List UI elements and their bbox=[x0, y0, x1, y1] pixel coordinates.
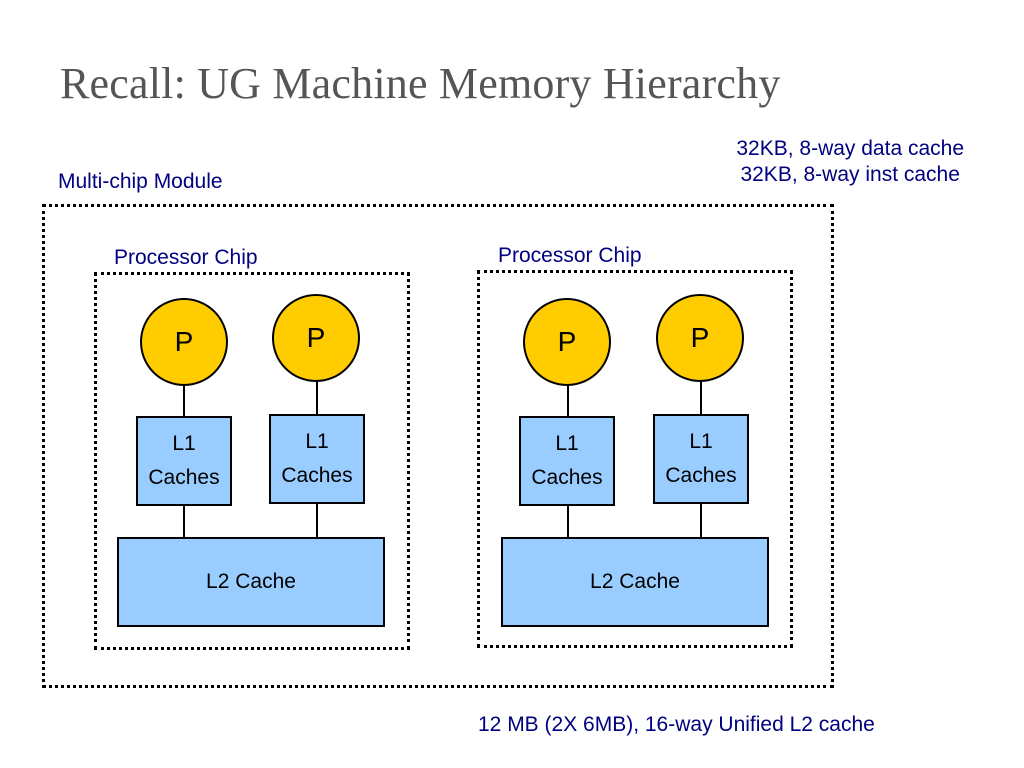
caches-label: Caches bbox=[148, 466, 220, 489]
l1-inst-cache-note: 32KB, 8-way inst cache bbox=[740, 163, 960, 186]
chip-2-p1-l1-connector bbox=[567, 384, 569, 418]
chip-1-l1-cache-2: L1 Caches bbox=[269, 414, 365, 504]
chip-1-l1-cache-1: L1 Caches bbox=[136, 416, 232, 506]
chip-2-processor-1: P bbox=[523, 298, 611, 386]
slide-title: Recall: UG Machine Memory Hierarchy bbox=[60, 59, 781, 108]
processor-label: P bbox=[174, 326, 194, 357]
chip-1-processor-2: P bbox=[272, 294, 360, 382]
chip-2-l2-cache: L2 Cache bbox=[501, 537, 769, 627]
caches-label: Caches bbox=[531, 466, 603, 489]
chip-2-l1-cache-2: L1 Caches bbox=[653, 414, 749, 504]
chip-1-label: Processor Chip bbox=[114, 246, 258, 269]
l1-label: L1 bbox=[555, 432, 579, 455]
l1-cache-note: 32KB, 8-way data cache 32KB, 8-way inst … bbox=[736, 136, 964, 188]
processor-label: P bbox=[557, 326, 577, 357]
l2-cache-note: 12 MB (2X 6MB), 16-way Unified L2 cache bbox=[478, 713, 875, 736]
l2-label: L2 Cache bbox=[590, 570, 680, 593]
l1-label: L1 bbox=[689, 430, 713, 453]
l1-data-cache-note: 32KB, 8-way data cache bbox=[736, 137, 964, 160]
chip-2-l1b-l2-connector bbox=[700, 502, 702, 540]
chip-1-p1-l1-connector bbox=[183, 384, 185, 418]
chip-2-processor-2: P bbox=[656, 294, 744, 382]
chip-1-l1b-l2-connector bbox=[316, 502, 318, 540]
chip-1-l1a-l2-connector bbox=[183, 504, 185, 540]
chip-2-l1a-l2-connector bbox=[567, 504, 569, 540]
chip-1-l2-cache: L2 Cache bbox=[117, 537, 385, 627]
caches-label: Caches bbox=[665, 464, 737, 487]
multi-chip-module-box bbox=[42, 204, 834, 688]
caches-label: Caches bbox=[281, 464, 353, 487]
chip-1-box bbox=[94, 272, 410, 650]
chip-2-label: Processor Chip bbox=[498, 244, 642, 267]
module-label: Multi-chip Module bbox=[58, 170, 223, 193]
processor-label: P bbox=[690, 322, 710, 353]
chip-2-l1-cache-1: L1 Caches bbox=[519, 416, 615, 506]
chip-1-p2-l1-connector bbox=[316, 380, 318, 416]
processor-label: P bbox=[306, 322, 326, 353]
chip-2-p2-l1-connector bbox=[700, 380, 702, 416]
chip-1-processor-1: P bbox=[140, 298, 228, 386]
l1-label: L1 bbox=[305, 430, 329, 453]
l1-label: L1 bbox=[172, 432, 196, 455]
chip-2-box bbox=[477, 270, 793, 648]
l2-label: L2 Cache bbox=[206, 570, 296, 593]
